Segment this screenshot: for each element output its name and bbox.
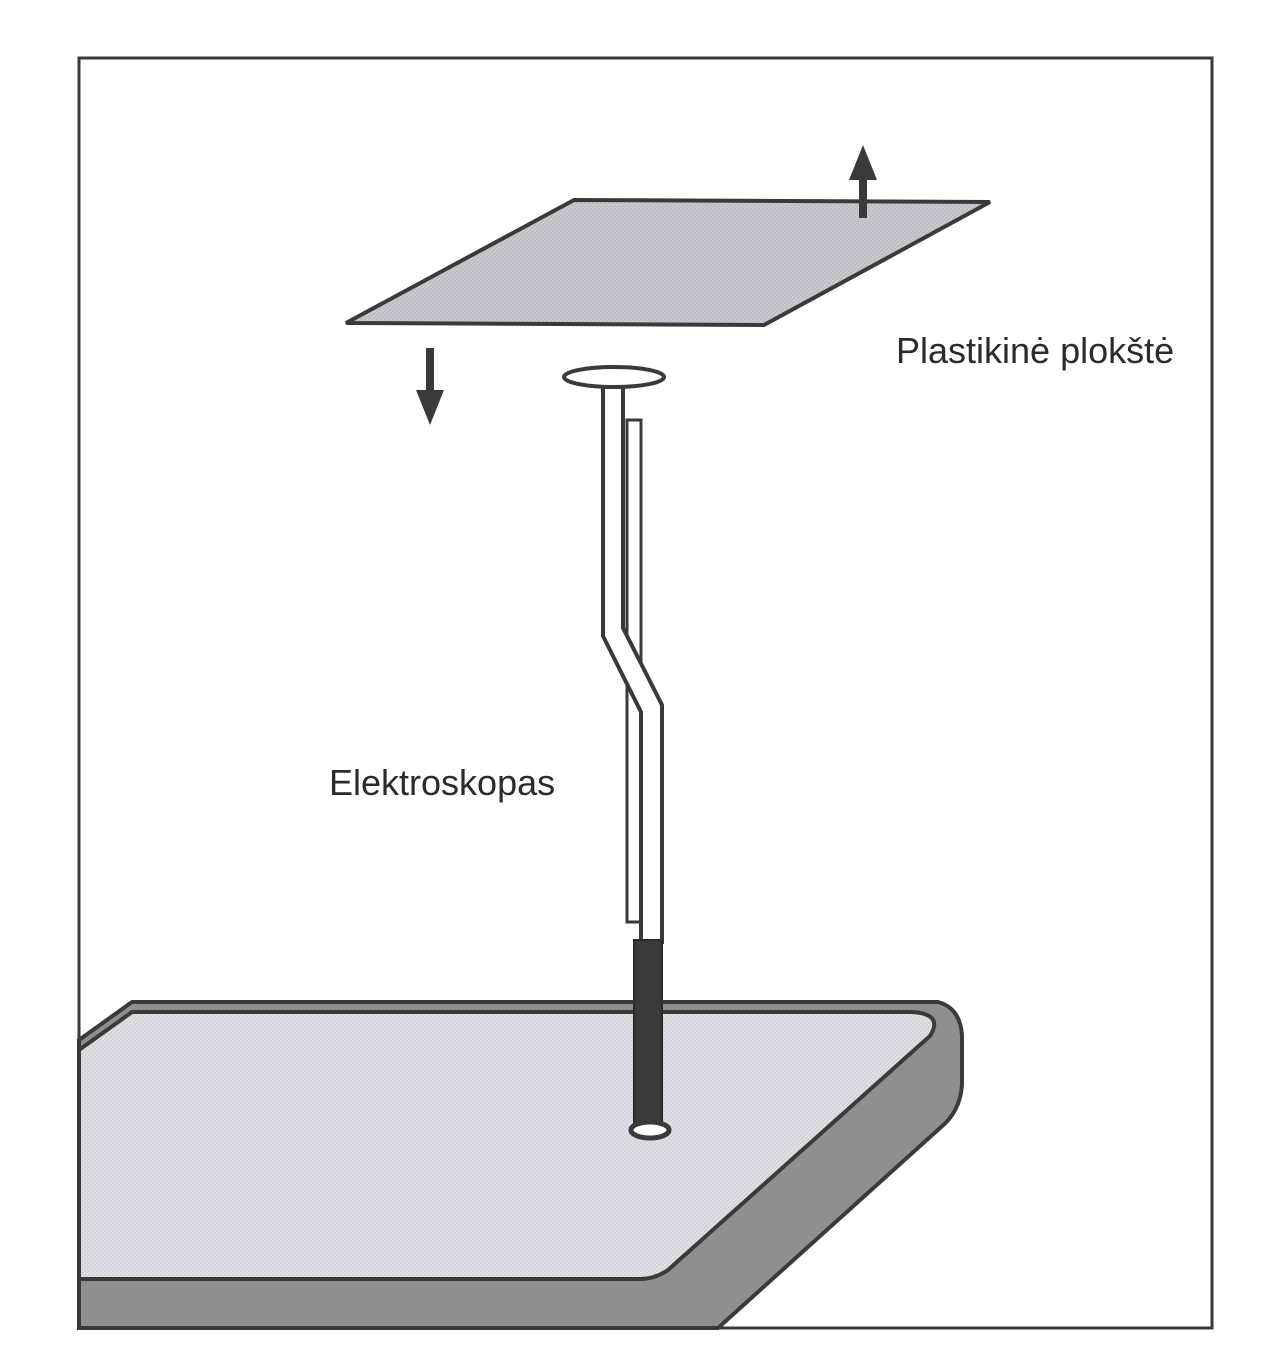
table-top: [77, 1010, 937, 1281]
up-arrow-icon: [849, 145, 877, 218]
plastic-plate-label: Plastikinė plokštė: [896, 330, 1175, 371]
plastic-plate: [345, 197, 991, 328]
electroscope-handle: [633, 939, 663, 1129]
electroscope-base: [628, 1119, 672, 1141]
electroscope-disc: [562, 365, 666, 389]
down-arrow-icon: [416, 348, 444, 425]
electroscope-label: Elektroskopas: [329, 762, 556, 803]
